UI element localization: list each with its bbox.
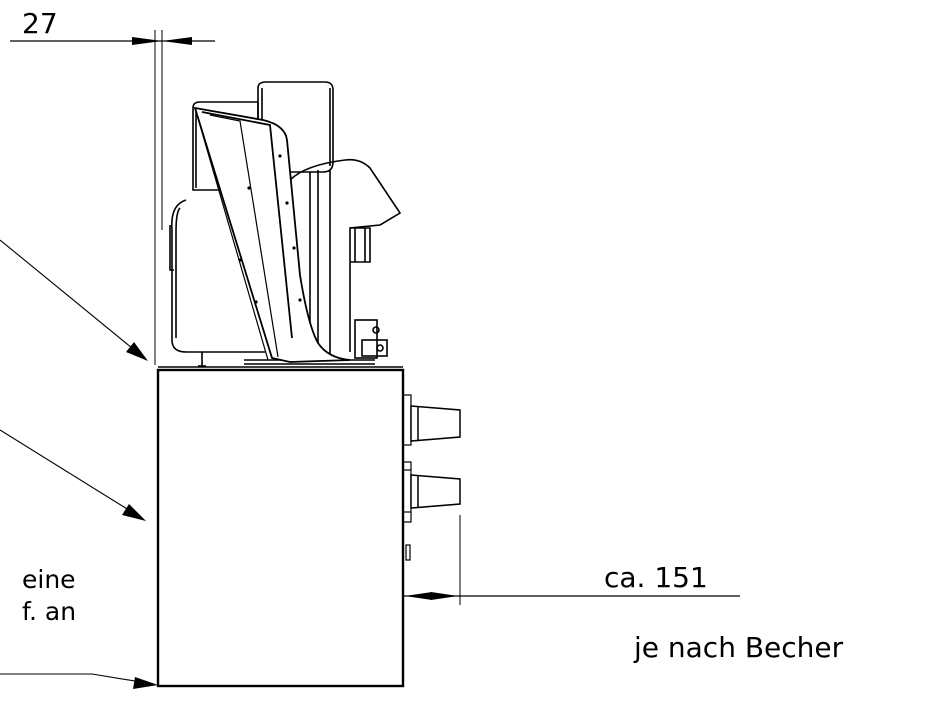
cabinet-side-fixtures [402,394,412,561]
leader-arrowhead-2 [122,504,146,521]
cup-note-label: je nach Becher [633,631,844,664]
cup-offset-label: ca. 151 [604,561,708,594]
left-note-line2: f. an [22,597,76,626]
leader-arrowhead-3 [133,677,158,689]
slanted-front-panel [193,106,351,363]
cup-dispenser-upper [410,405,461,442]
top-gap-label: 27 [22,7,58,40]
left-note-line1: eine [22,565,76,594]
cup-dispenser-lower [410,474,461,509]
cup-offset-dimension [403,515,740,605]
top-gap-dimension [10,30,215,365]
panel-screws [238,154,302,304]
leader-arrowhead-1 [126,342,148,361]
base-cabinet [156,368,405,688]
